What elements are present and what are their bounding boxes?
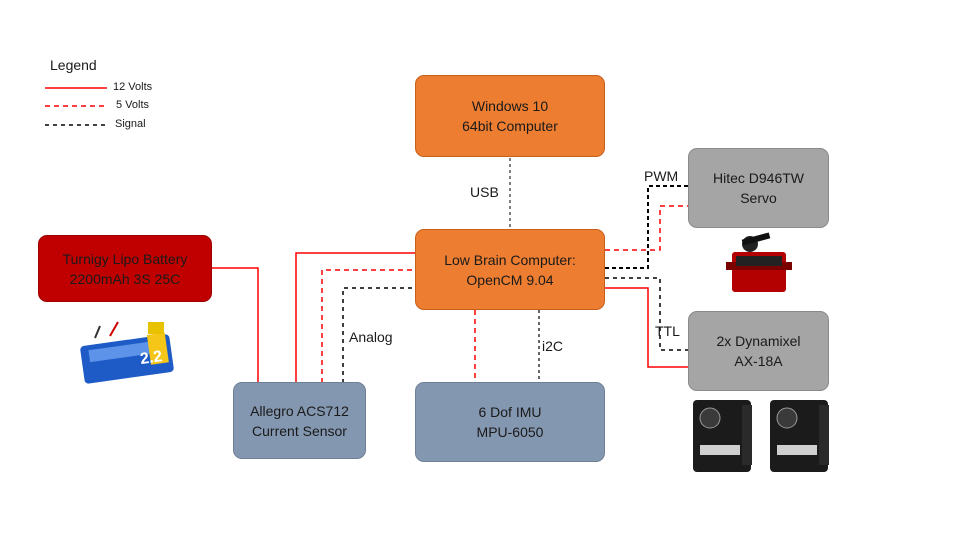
node-imu-line1: 6 Dof IMU <box>478 404 542 420</box>
battery-image-label: 2.2 <box>139 348 163 368</box>
edge-label-i2c: i2C <box>542 338 564 354</box>
legend-label-5v: 5 Volts <box>116 99 150 111</box>
wire-current-12v <box>295 252 415 383</box>
node-imu-line2: MPU-6050 <box>476 424 544 440</box>
node-imu: 6 Dof IMU MPU-6050 <box>415 382 605 462</box>
node-dynamixel-line1: 2x Dynamixel <box>716 333 801 349</box>
node-current-sensor: Allegro ACS712 Current Sensor <box>233 382 366 459</box>
node-servo-line1: Hitec D946TW <box>712 170 805 186</box>
dynamixel-image-1 <box>693 400 752 472</box>
node-battery-line1: Turnigy Lipo Battery <box>62 250 188 267</box>
node-dynamixel: 2x Dynamixel AX-18A <box>688 311 829 391</box>
edge-label-analog: Analog <box>349 329 393 345</box>
wire-battery-12v <box>212 267 259 383</box>
node-battery-line2: 2200mAh 3S 25C <box>69 270 181 287</box>
edge-label-usb: USB <box>470 184 499 200</box>
node-brain-line1: Low Brain Computer: <box>444 251 576 268</box>
wire-servo-pwm <box>605 185 688 269</box>
legend-title: Legend <box>50 57 97 73</box>
node-lipo-battery: Turnigy Lipo Battery 2200mAh 3S 25C <box>38 235 212 302</box>
legend-label-12v: 12 Volts <box>113 81 153 93</box>
node-hitec-servo: Hitec D946TW Servo <box>688 148 829 228</box>
node-windows-line2: 64bit Computer <box>462 118 558 134</box>
node-windows-computer: Windows 10 64bit Computer <box>415 75 605 157</box>
edge-label-pwm: PWM <box>644 168 679 184</box>
node-servo-line2: Servo <box>740 190 777 206</box>
legend-label-signal: Signal <box>115 118 146 130</box>
dynamixel-image-2 <box>770 400 829 472</box>
wire-servo-5v <box>605 205 688 251</box>
node-brain-line2: OpenCM 9.04 <box>466 271 554 288</box>
lipo-battery-image: 2.2 <box>80 321 174 384</box>
node-current-line1: Allegro ACS712 <box>250 402 349 419</box>
servo-image <box>726 232 792 292</box>
node-dynamixel-line2: AX-18A <box>734 353 783 369</box>
node-current-line2: Current Sensor <box>252 422 347 439</box>
edge-label-ttl: TTL <box>655 323 680 339</box>
node-windows-line1: Windows 10 <box>471 98 549 114</box>
node-low-brain-computer: Low Brain Computer: OpenCM 9.04 <box>415 229 605 310</box>
wire-current-5v <box>321 269 415 383</box>
wire-dyn-ttl <box>605 277 688 351</box>
wire-dyn-12v <box>605 287 688 368</box>
